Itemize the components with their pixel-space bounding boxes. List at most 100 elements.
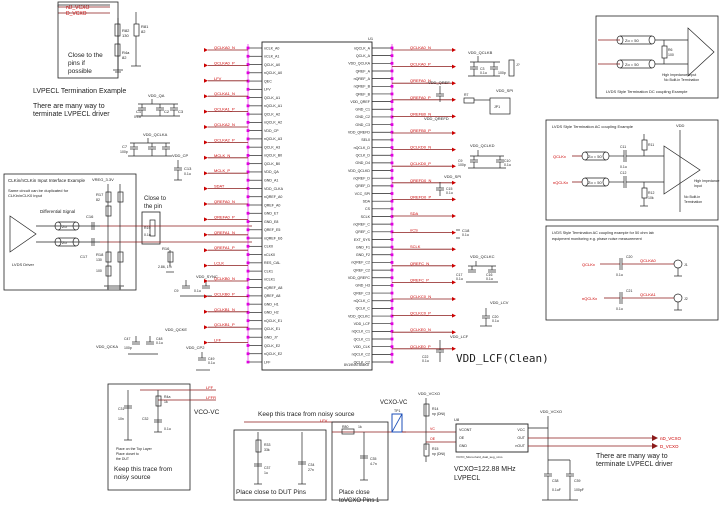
svg-text:J?: J?: [516, 63, 520, 67]
left-net-flag: [204, 263, 208, 268]
right-net-labels: QCLKA0_NQCLKA0_PQREFA0_NQREFA0_PQREFB0_N…: [392, 45, 456, 351]
left-net-label: QCLKB0_P: [214, 291, 235, 296]
left-net-flag: [204, 248, 208, 253]
sma-j1: [673, 259, 683, 269]
left-net-label: QREFA0_N: [214, 199, 235, 204]
right-net-label: QREFB0_N: [410, 111, 431, 116]
vco-place2: Place closet to: [116, 452, 139, 456]
vdd-qclkc-label: VDD_QCLKC: [470, 254, 495, 259]
right-net-flag: [452, 147, 456, 152]
vcxo-type: LVPECL: [454, 475, 480, 482]
left-net-label: QREFA1_P: [214, 245, 235, 250]
right-net-label: QCLKE0_P: [410, 344, 431, 349]
svg-text:0.1u: 0.1u: [486, 277, 493, 281]
ic-left-pin-label: nQCLK_E1: [264, 319, 282, 323]
vcxo-pin-left: GND: [459, 444, 467, 448]
vdd-qclkd-label: VDD_QCLKD: [470, 143, 495, 148]
clkin-interface-box: CLKin/nCLKin Input Interface Example Sam…: [3, 173, 137, 291]
right-net-flag: [452, 280, 456, 285]
ic-left-pin-label: nQREF_E6: [264, 236, 282, 240]
lvpecl-left-title: LVPECL Termination Example: [33, 88, 126, 95]
svg-text:C15: C15: [446, 187, 452, 191]
svg-text:C13: C13: [184, 166, 192, 171]
dc-r-ref: R6: [668, 48, 673, 52]
right-net-flag: [452, 297, 456, 301]
left-net-flag: [204, 340, 208, 345]
ic-left-pin-marker: [246, 360, 250, 364]
vcxo-r-val: 1k: [358, 425, 362, 429]
svg-text:0.1u: 0.1u: [208, 361, 215, 365]
ic-left-pin-label: GND_E7: [264, 212, 278, 216]
right-net-label: QCLKA0_P: [410, 62, 431, 67]
c17-ref: C17: [80, 254, 88, 259]
ac-zo-2: Zo = 50: [588, 180, 602, 185]
svg-text:C17: C17: [456, 273, 462, 277]
ic-left-pin-label: GND_H1: [264, 302, 279, 306]
ic-right-pin-marker: [390, 360, 394, 364]
ic-left-pin-label: QCLK_A3: [264, 145, 280, 149]
ac-c2-ref: C12: [620, 171, 626, 175]
dut-box-label: Place close to DUT Pins: [236, 489, 307, 496]
right-net-label: QREFA0_P: [410, 95, 431, 100]
vco-vc-box: LFF LFFR C31 10n R4a 1k C32 0.1u VCO-VC …: [107, 383, 220, 491]
svg-text:0.1u: 0.1u: [462, 233, 469, 237]
left-net-flag: [204, 232, 208, 237]
ic-left-pin-label: QEC: [264, 79, 272, 83]
ic-left-pin-label: LFF: [264, 360, 271, 364]
ic-right-pin-label: GND_C2: [355, 115, 370, 119]
right-net-label: QCLKE0_N: [410, 327, 431, 332]
clkin-title: CLKin/nCLKin Input Interface Example: [8, 178, 86, 183]
dut-r-val: 33k: [264, 448, 270, 452]
left-net-label: MCLK_N: [214, 153, 230, 158]
dut-c1-ref: C37: [264, 466, 270, 470]
j2-ref: J2: [684, 297, 688, 301]
ic-right-pin-label: QREF_B: [356, 92, 371, 96]
ic-left-pin-label: QREF_A8: [264, 294, 280, 298]
vdd-qclka-label: VDD_QCLKA: [143, 132, 168, 137]
svg-text:C20: C20: [492, 315, 498, 319]
ic-right-pin-label: QREF_D: [355, 184, 370, 188]
lab-out-1: QCLKA0: [640, 258, 657, 263]
vcxo-oscillator: VCXO-VC TP1 VDD_VCXO R14 np (DNI) R15 np…: [380, 391, 682, 501]
ic-right-pin-label: nQCLK_D: [354, 146, 371, 150]
lvds-50-frame: [545, 225, 719, 321]
ac-receiver-symbol: [663, 145, 701, 195]
r19-ref: R19: [144, 226, 150, 230]
svg-text:0.1u: 0.1u: [184, 172, 191, 176]
right-net-flag: [452, 230, 456, 235]
left-net-label: QREFA0_P: [214, 214, 235, 219]
r4a-ref: R4a: [122, 50, 130, 55]
right-net-flag: [452, 197, 456, 202]
ic-right-pin-label: nQREF_B: [354, 85, 371, 89]
ac-c1-ref: C11: [620, 145, 626, 149]
ic-right-pin-label: CS: [365, 207, 371, 211]
net-lffr: LFFR: [206, 395, 216, 400]
ic-right-pin-label: nQCLK_A: [354, 46, 371, 50]
vdd-lcf-label: VDD_LCF: [450, 334, 469, 339]
right-net-flag: [452, 346, 456, 351]
ic-left-pin-label: LFV: [264, 88, 271, 92]
vco-vc-label: VCO-VC: [194, 409, 220, 416]
left-net-label: QCLKB0_N: [214, 276, 235, 281]
vdd-spi2-label: VDD_SPI: [444, 174, 461, 179]
ic-right-pin-label: QREF_A: [356, 69, 371, 73]
left-net-label: QCLKA0_N: [214, 45, 235, 50]
left-net-label: LCLK: [214, 261, 224, 266]
lvds-dc-coupling-box: Zo = 50 Zo = 50 R6 100 High Impedance In…: [595, 15, 719, 99]
svg-text:OE: OE: [430, 437, 436, 441]
left-net-flag: [204, 325, 208, 330]
left-net-label: QCLKA0_P: [214, 60, 235, 65]
ic-right-pin-label: nQREF_A: [354, 77, 371, 81]
ic-right-pin-label: VDD_QREFD: [348, 131, 371, 135]
ic-left-pin-label: CLK1: [264, 269, 273, 273]
left-net-labels: QCLKA0_NQCLKA0_PLFVQCLKA1_NQCLKA1_PQCLKA…: [204, 45, 248, 345]
lvds-dc-frame: [595, 15, 719, 99]
lvds-ac-coupling-box: LVDS Style Termination AC coupling Examp…: [545, 119, 720, 221]
dut-r-ref: R33: [264, 443, 270, 447]
right-net-flag: [452, 97, 456, 102]
left-net-flag: [204, 309, 208, 314]
vdd-vcxo2-label: VDD_VCXO: [540, 409, 562, 414]
ic-right-pin-label: SCLK: [361, 215, 371, 219]
svg-text:C9: C9: [458, 159, 463, 163]
close-pin-l2: the pin: [144, 204, 162, 210]
